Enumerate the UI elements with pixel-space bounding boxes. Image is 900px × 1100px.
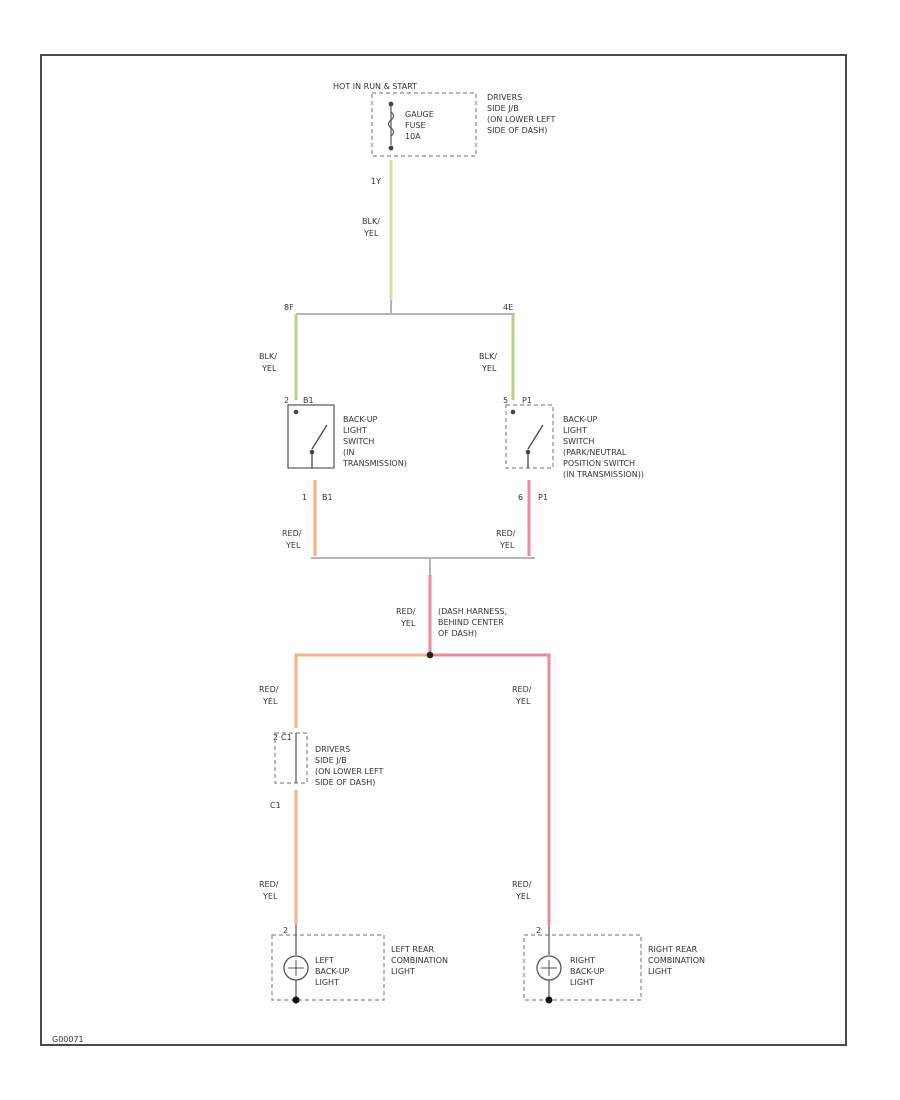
- right-switch-box: [505, 404, 554, 469]
- left-lamp-inner-2: BACK-UP: [315, 967, 350, 976]
- wire-label-ls-1: RED/: [282, 529, 302, 538]
- right-switch-pin-code: P1: [538, 493, 548, 502]
- wire-label-right-1: BLK/: [479, 352, 497, 361]
- fuse-location-1: DRIVERS: [487, 93, 522, 102]
- left-switch-label-1: BACK-UP: [343, 415, 378, 424]
- wire-label-br-1: RED/: [512, 685, 532, 694]
- right-lamp-inner-2: BACK-UP: [570, 967, 605, 976]
- right-lamp-pin: 2: [536, 926, 541, 935]
- wire-label-trunk-1: RED/: [396, 607, 416, 616]
- fuse-location-4: SIDE OF DASH): [487, 126, 547, 135]
- left-lamp-inner-3: LIGHT: [315, 978, 339, 987]
- left-lamp-bulb-icon: [283, 955, 309, 981]
- left-switch-pin-top: 2: [284, 396, 289, 405]
- dash-splice-label-1: (DASH HARNESS,: [438, 607, 507, 616]
- wire-branch-right: [430, 653, 551, 925]
- dash-splice-label-3: OF DASH): [438, 629, 477, 638]
- lower-jb-location-3: (ON LOWER LEFT: [315, 767, 383, 776]
- right-switch-label-1: BACK-UP: [563, 415, 598, 424]
- right-switch-connector: P1: [522, 396, 532, 405]
- lower-jb-location-4: SIDE OF DASH): [315, 778, 375, 787]
- fuse-icon: [387, 101, 395, 151]
- lower-jb-location-1: DRIVERS: [315, 745, 350, 754]
- left-lamp-ground-icon: [292, 996, 300, 1004]
- left-switch-label-5: TRANSMISSION): [342, 459, 407, 468]
- fuse-label-3: 10A: [405, 132, 421, 141]
- splice-right-id: 4E: [503, 303, 513, 312]
- right-lamp-outer-2: COMBINATION: [648, 956, 705, 965]
- left-switch-pin-code: B1: [322, 493, 333, 502]
- right-switch-label-3: SWITCH: [563, 437, 594, 446]
- wire-label-bl-2: YEL: [262, 697, 278, 706]
- right-lamp-inner-3: LIGHT: [570, 978, 594, 987]
- right-switch-label-2: LIGHT: [563, 426, 587, 435]
- left-switch-icon: [293, 409, 328, 468]
- right-switch-label-4: (PARK/NEUTRAL: [563, 448, 627, 457]
- lower-jb-location-2: SIDE J/B: [315, 756, 347, 765]
- lower-jb-box: [274, 732, 308, 784]
- left-lamp-pin: 2: [283, 926, 288, 935]
- lower-jb-conn: C1: [281, 733, 292, 742]
- wire-label-ll-1: RED/: [259, 880, 279, 889]
- figure-id: G00071: [52, 1035, 84, 1044]
- fuse-label-2: FUSE: [405, 121, 426, 130]
- fuse-location-3: (ON LOWER LEFT: [487, 115, 555, 124]
- right-switch-pin-bottom: 6: [518, 493, 523, 502]
- lower-jb-pin-top: 2: [273, 733, 278, 742]
- left-switch-box: [287, 404, 335, 469]
- right-switch-pin-top: 5: [503, 396, 508, 405]
- wire-label-top-1: BLK/: [362, 217, 380, 226]
- right-lamp-box: [523, 934, 642, 1001]
- left-lamp-outer-3: LIGHT: [391, 967, 415, 976]
- left-switch-pin-bottom: 1: [302, 493, 307, 502]
- wire-label-left-2: YEL: [261, 364, 277, 373]
- fuse-pin: 1Y: [371, 177, 381, 186]
- lower-jb-pin-bottom: C1: [270, 801, 281, 810]
- left-lamp-box: [271, 934, 385, 1001]
- fuse-header: HOT IN RUN & START: [333, 82, 417, 91]
- dash-splice-label-2: BEHIND CENTER: [438, 618, 504, 627]
- left-switch-label-3: SWITCH: [343, 437, 374, 446]
- left-switch-label-4: (IN: [343, 448, 354, 457]
- right-lamp-bulb-icon: [536, 955, 562, 981]
- wire-label-top-2: YEL: [363, 229, 379, 238]
- left-switch-label-2: LIGHT: [343, 426, 367, 435]
- wire-label-trunk-2: YEL: [400, 619, 416, 628]
- fuse-label-1: GAUGE: [405, 110, 434, 119]
- diagram-border: [40, 54, 847, 1046]
- right-switch-label-6: (IN TRANSMISSION)): [563, 470, 644, 479]
- left-switch-connector: B1: [303, 396, 314, 405]
- right-lamp-outer-3: LIGHT: [648, 967, 672, 976]
- wire-label-rl-2: YEL: [515, 892, 531, 901]
- wire-label-bl-1: RED/: [259, 685, 279, 694]
- wire-label-ls-2: YEL: [285, 541, 301, 550]
- left-lamp-inner-1: LEFT: [315, 956, 334, 965]
- wire-label-left-1: BLK/: [259, 352, 277, 361]
- splice-left-id: 8F: [284, 303, 294, 312]
- right-lamp-ground-icon: [545, 996, 553, 1004]
- wire-label-right-2: YEL: [481, 364, 497, 373]
- right-lamp-outer-1: RIGHT REAR: [648, 945, 698, 954]
- left-lamp-outer-2: COMBINATION: [391, 956, 448, 965]
- wire-label-rl-1: RED/: [512, 880, 532, 889]
- right-lamp-inner-1: RIGHT: [570, 956, 595, 965]
- fuse-location-2: SIDE J/B: [487, 104, 519, 113]
- wire-label-rs-1: RED/: [496, 529, 516, 538]
- wire-label-ll-2: YEL: [262, 892, 278, 901]
- splice-dot: [426, 651, 434, 659]
- right-switch-label-5: POSITION SWITCH: [563, 459, 635, 468]
- wire-label-rs-2: YEL: [499, 541, 515, 550]
- wire-branch-left: [294, 653, 430, 728]
- fuse-jb-box: [371, 92, 477, 157]
- wire-label-br-2: YEL: [515, 697, 531, 706]
- right-switch-icon: [510, 409, 544, 468]
- left-lamp-outer-1: LEFT REAR: [391, 945, 434, 954]
